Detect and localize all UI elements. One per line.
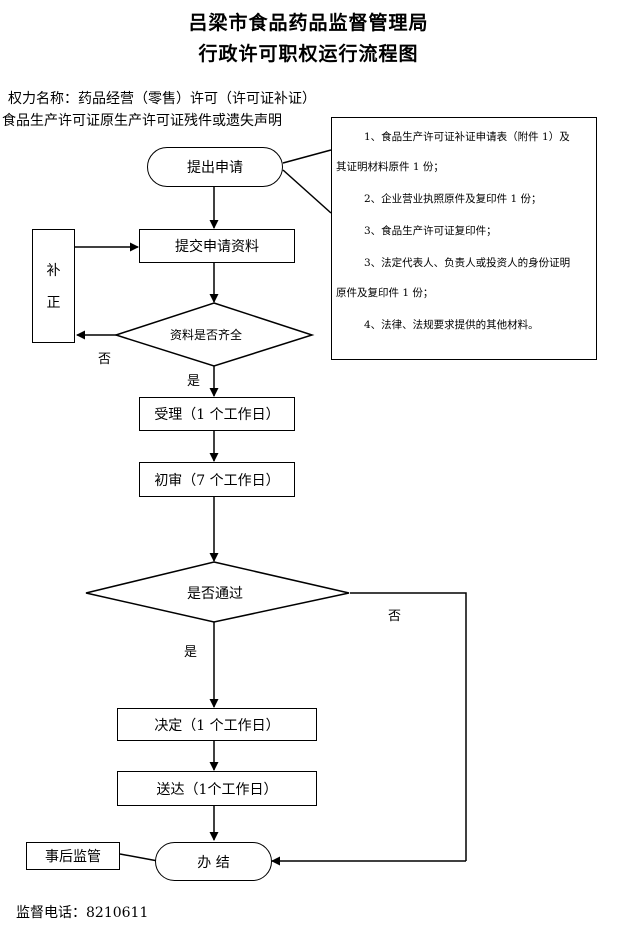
- requirements-note: 1、食品生产许可证补证申请表（附件 1）及 其证明材料原件 1 份； 2、企业营…: [331, 117, 597, 360]
- no-label-2: 否: [388, 609, 402, 624]
- materials-complete-diamond: [113, 302, 315, 367]
- page-title-line2: 行政许可职权运行流程图: [198, 43, 419, 65]
- decision-label: 决定（1 个工作日）: [154, 717, 280, 734]
- accept-node: 受理（1 个工作日）: [139, 397, 295, 431]
- supplement-node: 补 正: [32, 229, 75, 343]
- yes-label-2: 是: [184, 645, 198, 660]
- finish-label: 办 结: [197, 854, 230, 871]
- supervision-phone: 监督电话：8210611: [16, 905, 149, 921]
- no-label-1: 否: [98, 352, 112, 367]
- page-title-line1: 吕梁市食品药品监督管理局: [188, 12, 429, 34]
- submit-request-node: 提出申请: [147, 147, 283, 187]
- requirement-4-line1: 3、法定代表人、负责人或投资人的身份证明: [364, 257, 571, 269]
- supplement-label-2: 正: [46, 295, 61, 311]
- power-name: 权力名称：药品经营（零售）许可（许可证补证）: [8, 91, 316, 107]
- pass-check-diamond: [85, 561, 350, 623]
- accept-label: 受理（1 个工作日）: [154, 407, 280, 423]
- post-supervision-label: 事后监管: [45, 849, 101, 865]
- submit-materials-label: 提交申请资料: [175, 239, 259, 255]
- subtitle: 食品生产许可证原生产许可证残件或遗失声明: [2, 113, 282, 129]
- requirement-2: 2、企业营业执照原件及复印件 1 份；: [364, 193, 542, 205]
- pass-check-label: 是否通过: [187, 586, 243, 602]
- requirement-1-line2: 其证明材料原件 1 份；: [336, 161, 444, 173]
- post-supervision-node: 事后监管: [26, 842, 120, 870]
- requirement-4-line2: 原件及复印件 1 份；: [336, 287, 434, 299]
- finish-node: 办 结: [155, 842, 272, 881]
- initial-review-node: 初审（7 个工作日）: [139, 462, 295, 497]
- requirement-3: 3、食品生产许可证复印件；: [364, 225, 497, 237]
- submit-materials-node: 提交申请资料: [139, 229, 295, 263]
- delivery-node: 送达（1个工作日）: [117, 771, 317, 806]
- materials-complete-label: 资料是否齐全: [170, 328, 243, 342]
- requirement-1-line1: 1、食品生产许可证补证申请表（附件 1）及: [364, 131, 570, 143]
- decision-node: 决定（1 个工作日）: [117, 708, 317, 741]
- yes-label-1: 是: [187, 374, 201, 389]
- submit-request-label: 提出申请: [187, 160, 243, 176]
- supplement-label-1: 补: [46, 263, 61, 279]
- initial-review-label: 初审（7 个工作日）: [154, 472, 280, 489]
- delivery-label: 送达（1个工作日）: [156, 781, 278, 798]
- requirement-5: 4、法律、法规要求提供的其他材料。: [364, 319, 539, 331]
